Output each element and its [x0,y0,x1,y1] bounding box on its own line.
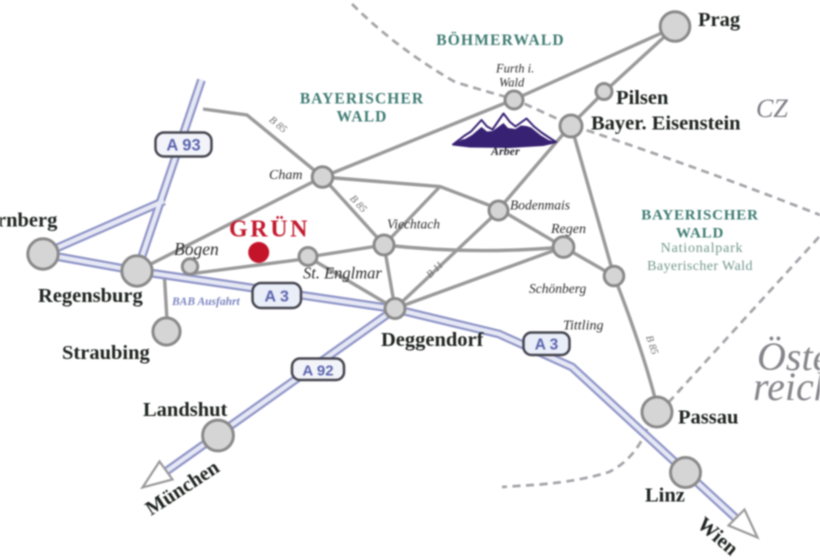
svg-text:Regen: Regen [550,222,586,237]
svg-text:Bayer. Eisenstein: Bayer. Eisenstein [591,113,741,135]
svg-text:Schönberg: Schönberg [529,281,586,296]
svg-text:Arber: Arber [490,144,520,158]
svg-text:WALD: WALD [337,109,388,126]
svg-text:Regensburg: Regensburg [38,285,144,307]
svg-text:Bayerischer Wald: Bayerischer Wald [647,259,753,274]
svg-text:Straubing: Straubing [62,342,150,364]
svg-text:Deggendorf: Deggendorf [381,329,485,351]
svg-text:reich: reich [753,364,820,409]
svg-text:A 93: A 93 [166,137,200,155]
svg-text:BAYERISCHER: BAYERISCHER [641,208,758,224]
svg-text:Landshut: Landshut [143,399,228,421]
svg-text:Tittling: Tittling [563,319,603,334]
svg-text:Linz: Linz [645,485,685,507]
svg-text:BAYERISCHER: BAYERISCHER [300,91,424,108]
svg-text:Bogen: Bogen [174,239,219,259]
svg-text:Passau: Passau [678,407,738,429]
svg-text:St. Englmar: St. Englmar [303,264,382,283]
svg-text:BÖHMERWALD: BÖHMERWALD [436,32,565,49]
svg-text:Prag: Prag [698,9,741,31]
svg-text:Öster: Öster [757,334,820,379]
svg-text:B 85: B 85 [347,193,368,215]
svg-text:A 92: A 92 [302,363,333,380]
svg-text:Pilsen: Pilsen [616,87,669,109]
svg-text:A 3: A 3 [265,289,289,306]
svg-text:Bodenmais: Bodenmais [510,198,570,213]
svg-text:München: München [142,456,224,520]
svg-text:BAB Ausfahrt: BAB Ausfahrt [171,296,240,308]
svg-text:Furth i.: Furth i. [495,62,534,76]
svg-text:A 3: A 3 [535,337,559,354]
svg-text:Viechtach: Viechtach [387,217,440,232]
svg-text:GRÜN: GRÜN [229,217,310,243]
svg-text:B 85: B 85 [643,334,660,356]
svg-text:Cham: Cham [269,168,302,183]
svg-text:Nationalpark: Nationalpark [661,241,744,256]
svg-text:rnberg: rnberg [0,210,58,232]
svg-text:Wald: Wald [499,76,525,90]
svg-text:WALD: WALD [676,226,724,242]
svg-text:CZ: CZ [756,94,788,123]
